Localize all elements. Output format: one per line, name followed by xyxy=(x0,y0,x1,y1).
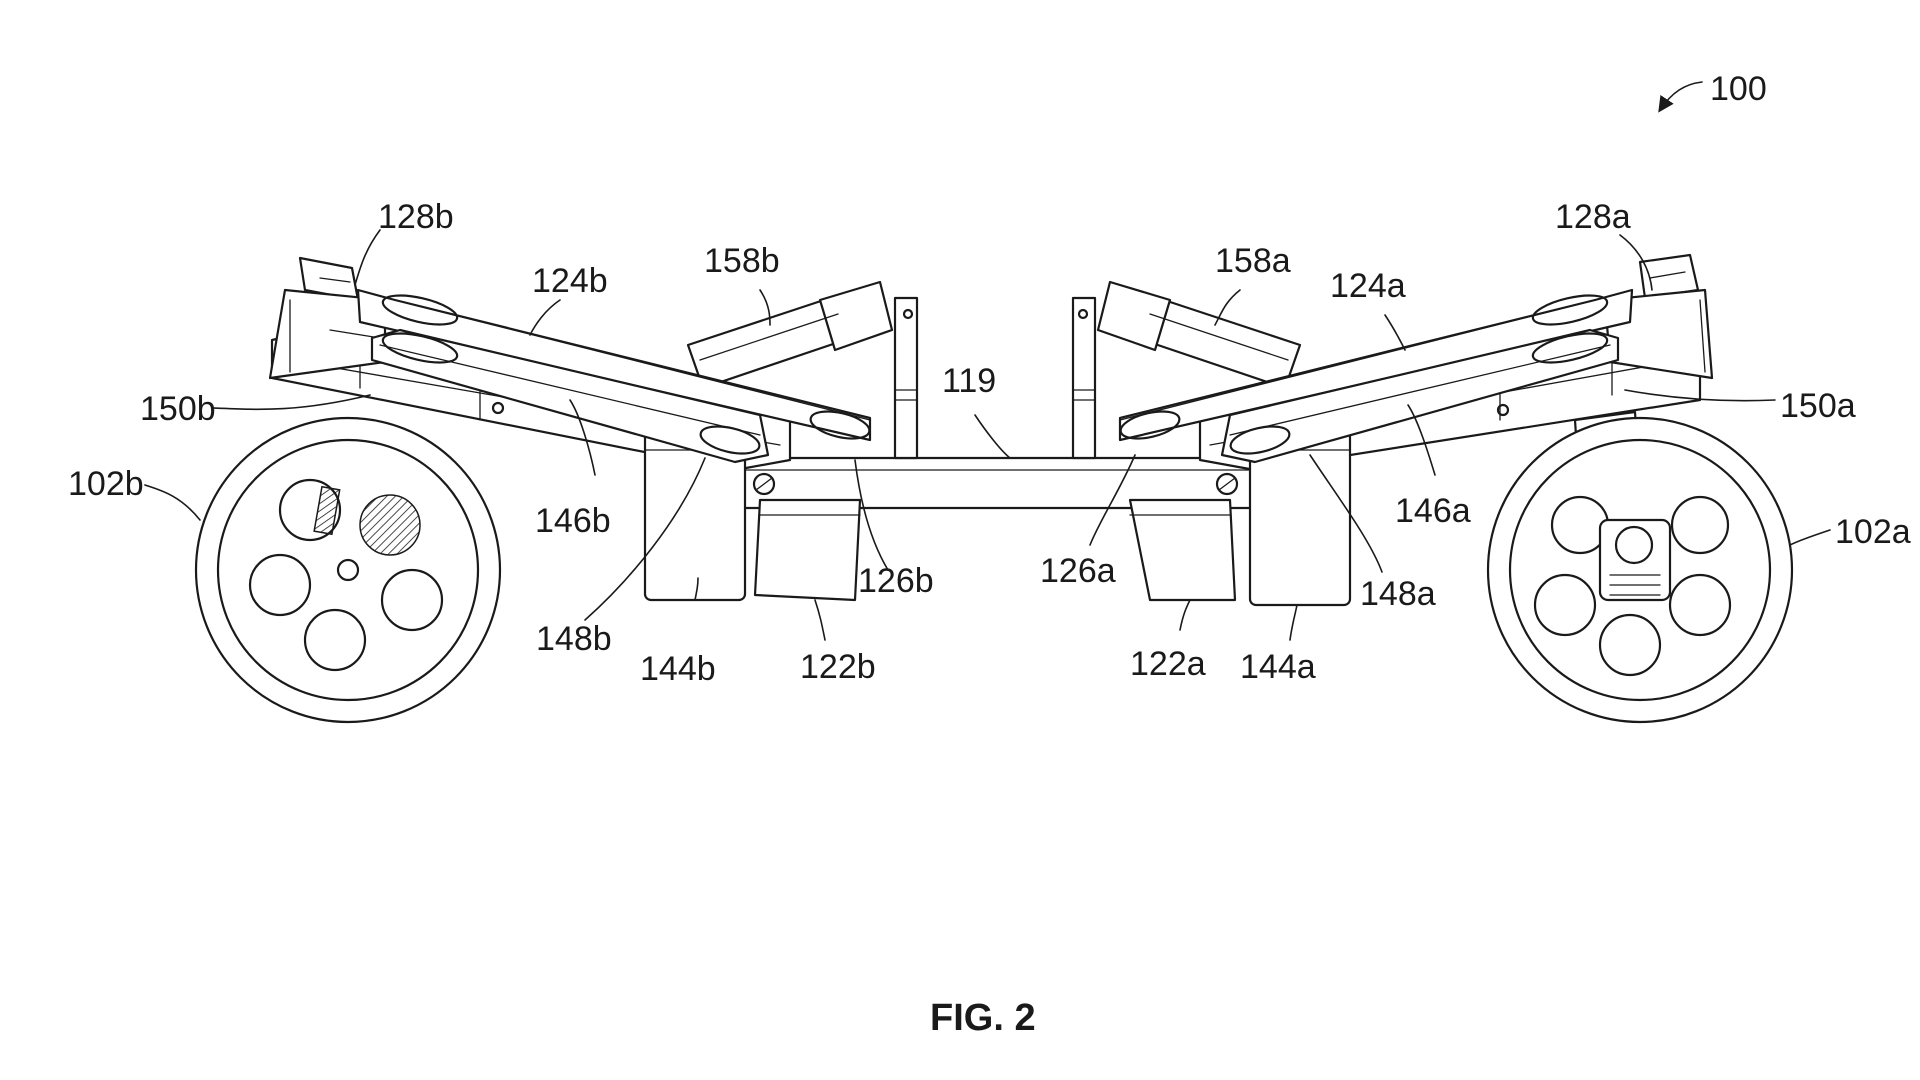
label-146b: 146b xyxy=(535,502,611,540)
motor-122a xyxy=(1128,498,1237,602)
wheel-102a xyxy=(1486,416,1794,724)
label-128a: 128a xyxy=(1555,198,1631,236)
label-119: 119 xyxy=(942,362,996,400)
right-end-block xyxy=(1603,253,1714,380)
label-158b: 158b xyxy=(704,242,780,280)
actuator-158a xyxy=(1096,280,1302,390)
label-146a: 146a xyxy=(1395,492,1471,530)
label-124b: 124b xyxy=(532,262,608,300)
label-100: 100 xyxy=(1710,70,1767,108)
label-158a: 158a xyxy=(1215,242,1291,280)
label-128b: 128b xyxy=(378,198,454,236)
label-122b: 122b xyxy=(800,648,876,686)
label-122a: 122a xyxy=(1130,645,1206,683)
overall-reference-100: 100 xyxy=(1658,70,1767,113)
left-end-block xyxy=(268,256,387,380)
label-102a: 102a xyxy=(1835,513,1911,551)
center-crossbar-119 xyxy=(733,296,1257,510)
label-148b: 148b xyxy=(536,620,612,658)
belt-housing-124a xyxy=(1118,288,1634,464)
label-102b: 102b xyxy=(68,465,144,503)
label-144a: 144a xyxy=(1240,648,1316,686)
label-144b: 144b xyxy=(640,650,716,688)
leader-lines xyxy=(144,229,1831,641)
label-126a: 126a xyxy=(1040,552,1116,590)
label-148a: 148a xyxy=(1360,575,1436,613)
left-arm-assembly xyxy=(268,256,894,602)
motor-122b xyxy=(753,498,862,602)
wheel-102b xyxy=(194,416,502,724)
figure-caption: FIG. 2 xyxy=(930,997,1036,1039)
label-150b: 150b xyxy=(140,390,216,428)
label-126b: 126b xyxy=(858,562,934,600)
belt-housing-124b xyxy=(356,288,872,464)
actuator-158b xyxy=(686,280,894,390)
label-124a: 124a xyxy=(1330,267,1406,305)
label-150a: 150a xyxy=(1780,387,1856,425)
reference-labels: 128b 124b 158b 119 158a 124a 128a 150b 1… xyxy=(68,198,1911,688)
